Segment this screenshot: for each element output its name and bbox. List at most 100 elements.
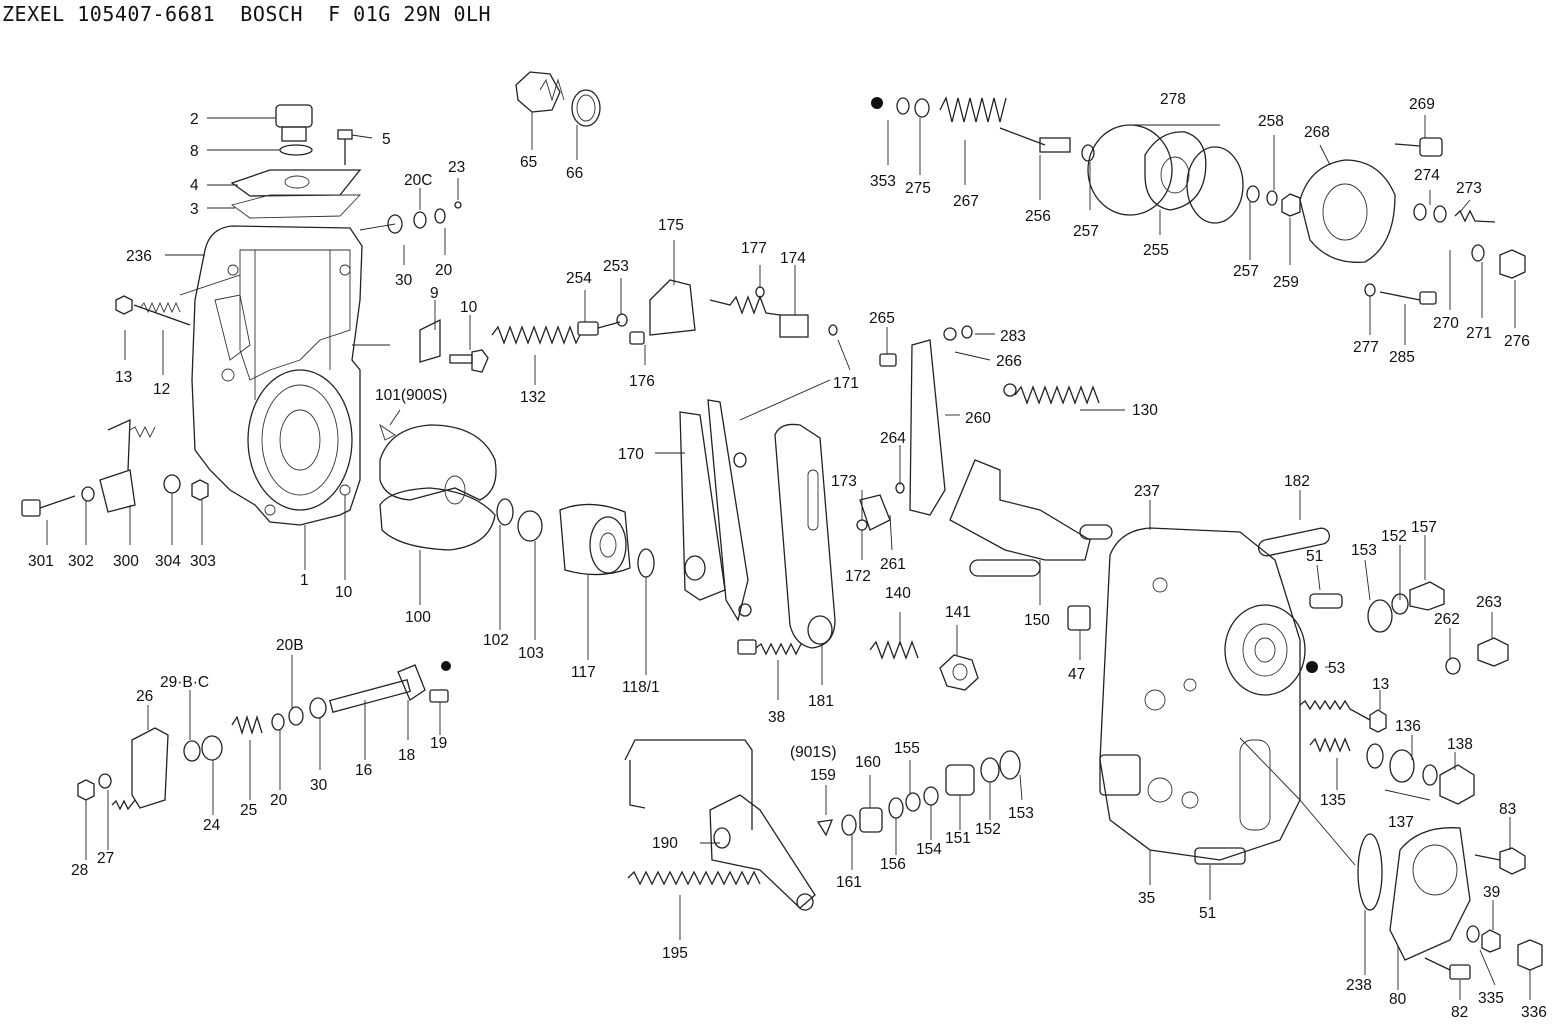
callout-label: 51 [1306,548,1323,565]
callout-label: 140 [885,585,911,602]
callout-label: 153 [1008,805,1034,822]
callout-label: 101(900S) [375,387,447,404]
plug-65-66 [515,71,601,127]
callout-label: 264 [880,430,906,447]
callout-label: 285 [1389,349,1415,366]
callout-label: 28 [71,862,88,879]
callout-label: 4 [190,177,199,194]
callout-label: 283 [1000,328,1026,345]
callout-label: 138 [1447,736,1473,753]
callout-label: 258 [1258,113,1284,130]
callout-label: 1 [300,572,309,589]
spring-130 [1003,383,1100,405]
callout-label: 83 [1499,801,1516,818]
callout-label: 23 [448,159,465,176]
callout-label: 257 [1233,263,1259,280]
callout-label: 275 [905,180,931,197]
callout-label: 270 [1433,315,1459,332]
callout-label: 261 [880,556,906,573]
leader-lines [46,112,1531,1000]
callout-label: 266 [996,353,1022,370]
callout-label: 278 [1160,91,1186,108]
callout-label: 39 [1483,884,1500,901]
callout-label: 80 [1389,991,1407,1008]
callout-label: 302 [68,553,94,570]
callout-labels: 2 8 4 3 5 236 20C 23 30 20 9 10 13 12 10… [28,91,1547,1021]
callout-label: 277 [1353,339,1379,356]
callout-label: 117 [571,664,596,681]
callout-label: 269 [1409,96,1435,113]
pump-housing-part [191,225,363,526]
callout-label: 267 [953,193,979,210]
callout-label: 274 [1414,167,1440,184]
governor-cover-237 [1067,527,1509,865]
callout-label: 9 [430,285,439,302]
callout-label: 100 [405,609,431,626]
callout-label: 8 [190,143,199,160]
callout-label: 35 [1138,890,1155,907]
callout-label: 135 [1320,792,1346,809]
callout-label: 175 [658,217,684,234]
callout-label: 260 [965,410,991,427]
callout-label: 19 [430,735,447,752]
callout-label: 156 [880,856,906,873]
callout-label: 10 [335,584,353,601]
callout-label: 153 [1351,542,1377,559]
callout-label: 265 [869,310,895,327]
callout-label: 24 [203,817,221,834]
callout-label: 171 [833,375,859,392]
lever-175-174-group [577,279,838,345]
callout-label: 259 [1273,274,1299,291]
callout-label: 160 [855,754,881,771]
callout-label: 150 [1024,612,1050,629]
callout-label: 177 [741,240,767,257]
callout-label: 154 [916,841,942,858]
callout-label: 29·B·C [160,674,209,691]
callout-label: 172 [845,568,871,585]
adjusting-screw-group [115,201,489,373]
callout-label: 303 [190,553,216,570]
callout-label: 301 [28,553,54,570]
callout-label: 13 [115,369,132,386]
callout-label: 38 [768,709,785,726]
callout-label: 66 [566,165,583,182]
callout-label: 30 [395,272,413,289]
callout-label: 268 [1304,124,1330,141]
callout-label: 263 [1476,594,1502,611]
spring-140-nut-141 [869,640,979,691]
callout-label: 262 [1434,611,1460,628]
callout-label: (901S) [790,744,837,761]
callout-label: 271 [1466,325,1492,342]
callout-label: 304 [155,553,181,570]
callout-label: 336 [1521,1004,1547,1021]
lever-181-group [737,423,836,656]
top-cover-parts [230,104,362,219]
stop-valve-parts [816,750,1021,837]
lever-150-group [949,459,1113,577]
callout-label: 155 [894,740,920,757]
spring-132 [491,325,581,345]
callout-label: 103 [518,645,544,662]
callout-label: 25 [240,802,257,819]
callout-label: 18 [398,747,415,764]
callout-label: 157 [1411,519,1437,536]
callout-label: 118/1 [622,679,660,696]
callout-label: 20B [276,637,304,654]
lever-300-group [21,418,209,517]
callout-label: 182 [1284,473,1310,490]
callout-label: 10 [460,299,478,316]
callout-label: 238 [1346,977,1372,994]
callout-label: 102 [483,632,509,649]
callout-label: 20 [270,792,288,809]
callout-label: 152 [975,821,1001,838]
lever-260-group [856,325,973,531]
callout-label: 130 [1132,402,1158,419]
callout-label: 276 [1504,333,1530,350]
callout-label: 181 [808,693,834,710]
callout-label: 254 [566,270,592,287]
callout-label: 237 [1134,483,1160,500]
stop-lever-group [77,661,451,811]
callout-label: 195 [662,945,688,962]
callout-label: 16 [355,762,372,779]
